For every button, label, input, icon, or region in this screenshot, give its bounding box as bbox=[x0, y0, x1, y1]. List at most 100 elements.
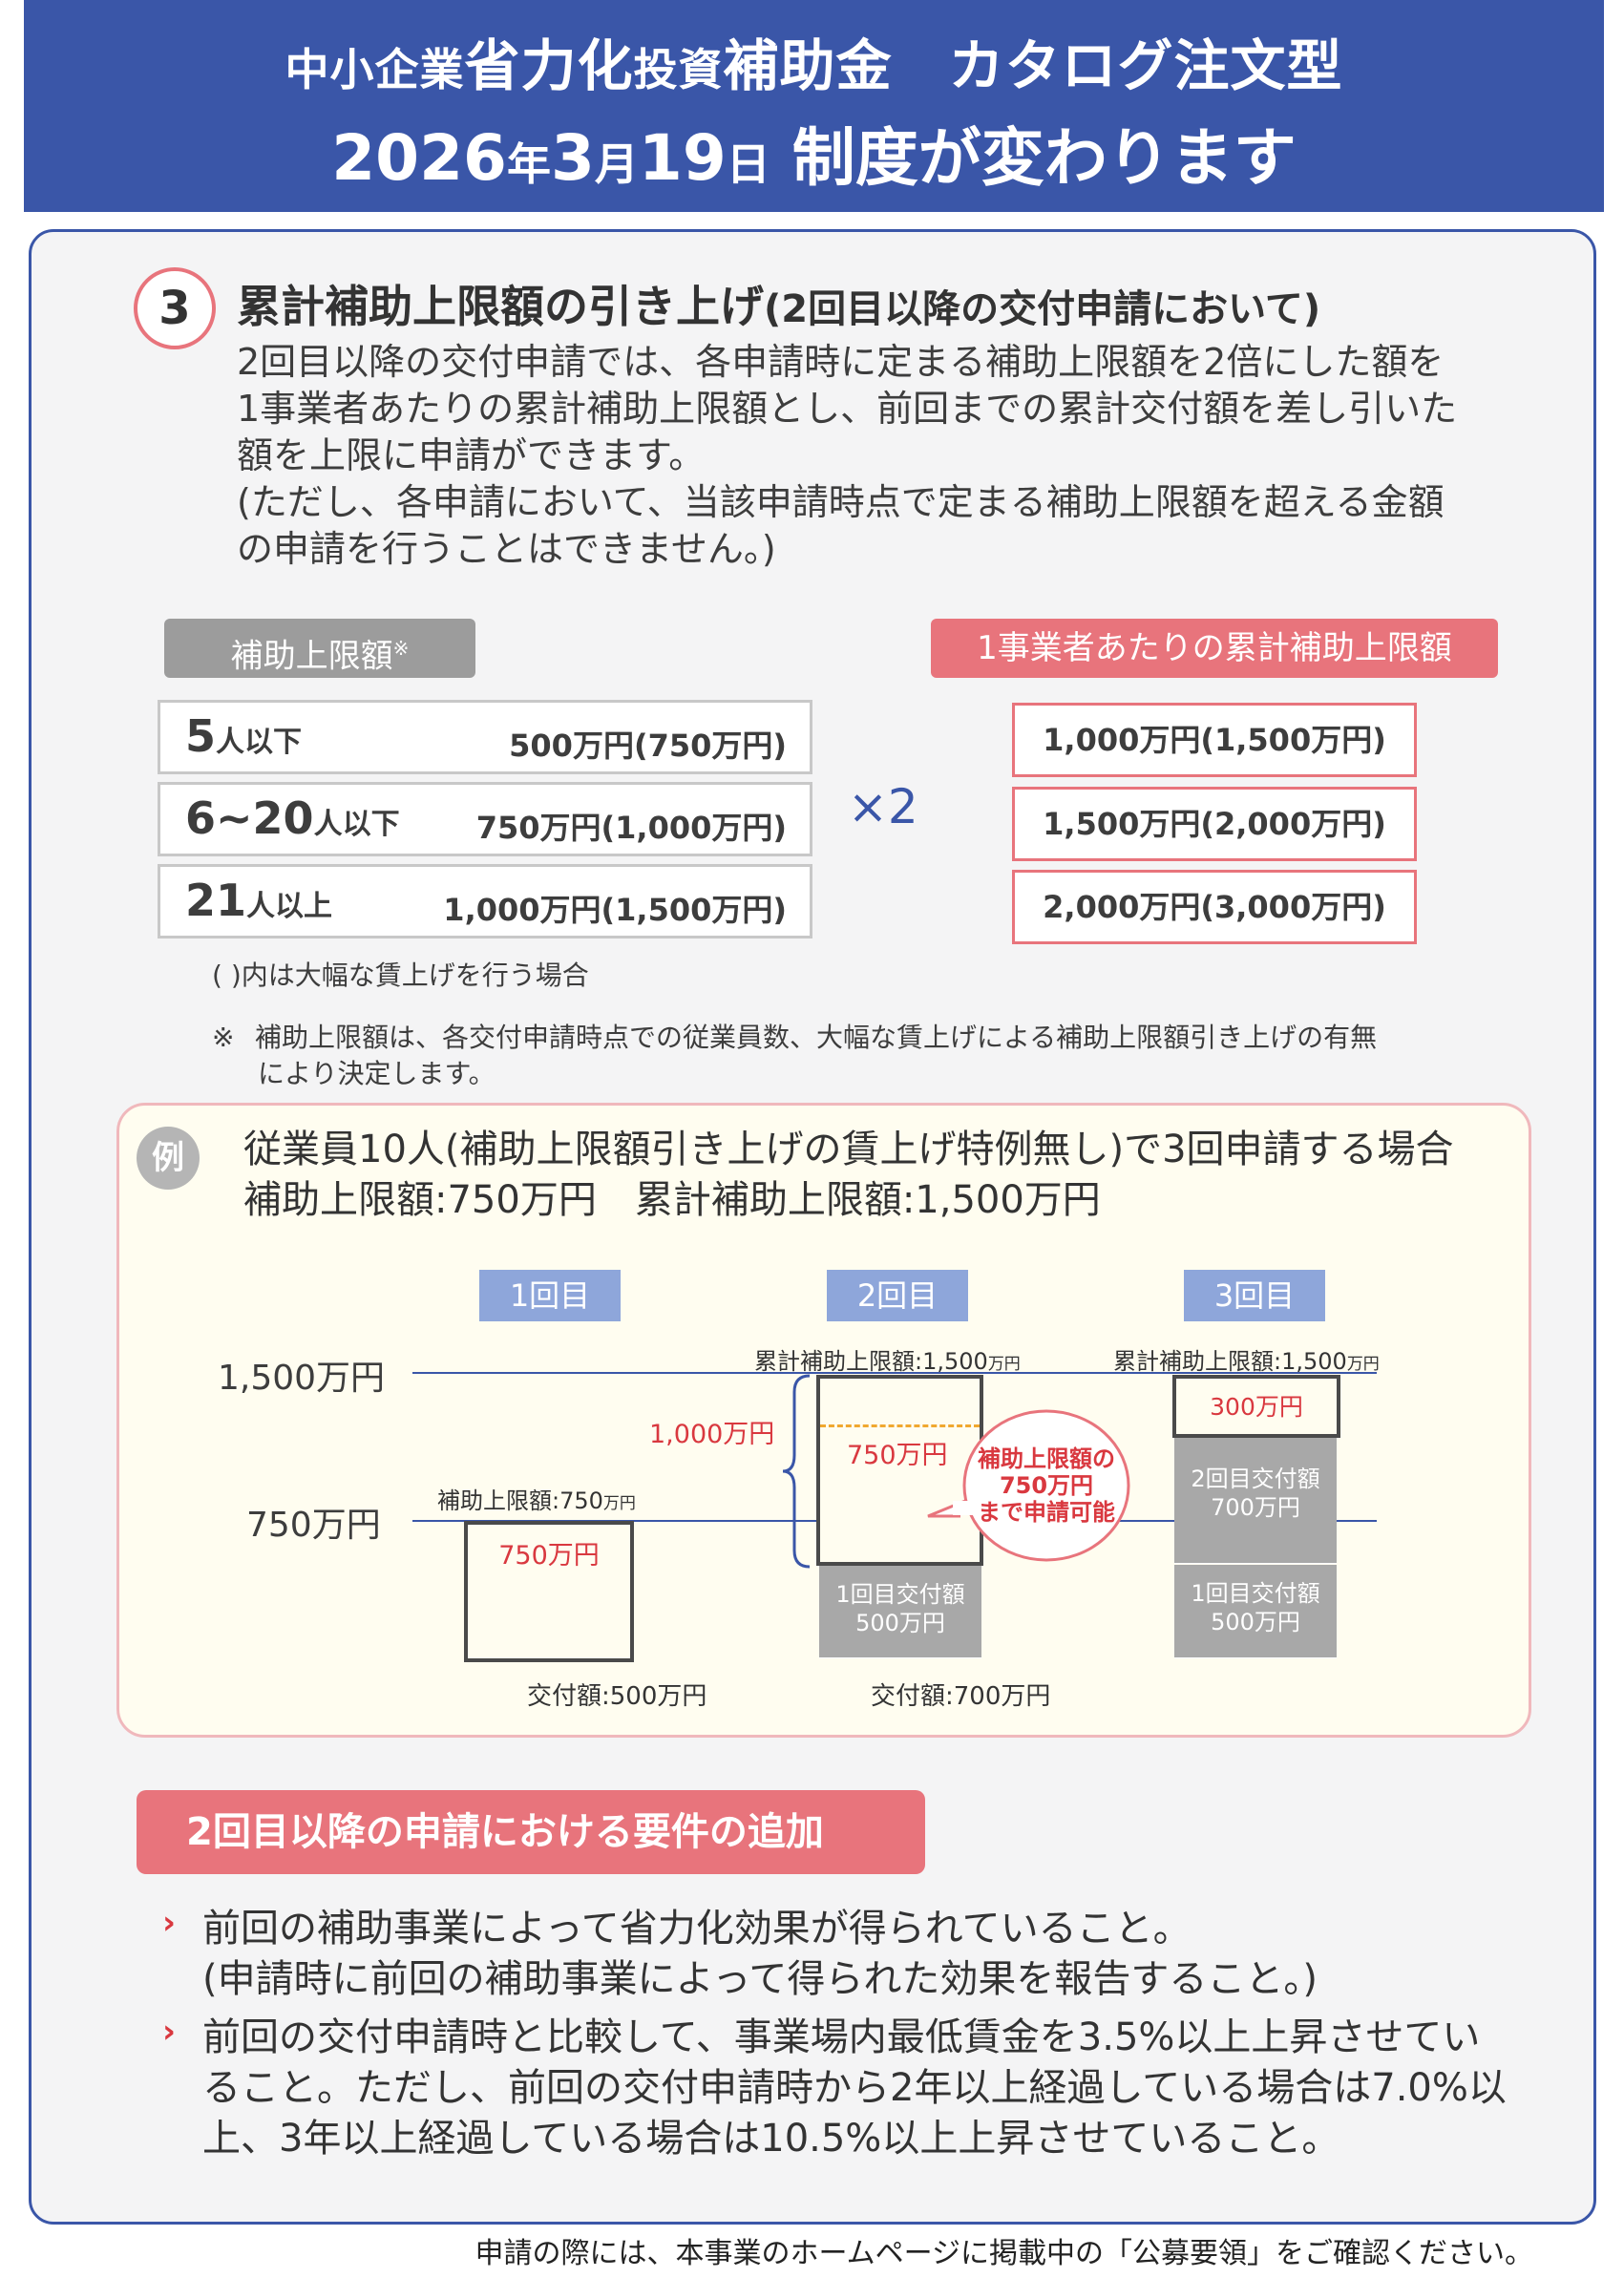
r3-first-block: 1回目交付額 500万円 bbox=[1174, 1565, 1337, 1658]
r3-second-block: 2回目交付額 700万円 bbox=[1174, 1438, 1337, 1564]
section-number: 3 bbox=[134, 267, 216, 349]
bubble-line: 750万円 bbox=[999, 1472, 1094, 1499]
bubble-line: 補助上限額の bbox=[978, 1445, 1115, 1472]
cap-label-unit: 万円 bbox=[1346, 1355, 1380, 1374]
size-unit: 人以下 bbox=[216, 726, 303, 759]
round-label: 2回目 bbox=[827, 1270, 968, 1321]
requirements-title: 2回目以降の申請における要件の追加 bbox=[137, 1790, 925, 1874]
title-line-1: 中小企業省力化投資補助金 カタログ注文型 bbox=[24, 21, 1604, 101]
round-label: 3回目 bbox=[1184, 1270, 1325, 1321]
body-line: 2回目以降の交付申請では、各申請時に定まる補助上限額を2倍にした額を bbox=[237, 341, 1445, 383]
footnote-line: 補助上限額は、各交付申請時点での従業員数、大幅な賃上げによる補助上限額引き上げの… bbox=[255, 1022, 1378, 1053]
requirement-line: 前回の補助事業によって省力化効果が得られていること。 bbox=[202, 1907, 1192, 1951]
block-line: 2回目交付額 bbox=[1191, 1466, 1320, 1492]
block-line: 500万円 bbox=[855, 1610, 945, 1636]
limit-row: 21人以上 1,000万円(1,500万円) bbox=[158, 864, 812, 939]
title-part: 19 bbox=[638, 121, 727, 195]
footer-note: 申請の際には、本事業のホームページに掲載中の「公募要領」をご確認ください。 bbox=[475, 2237, 1534, 2270]
cap-label-prefix: 累計補助上限額: bbox=[1113, 1348, 1282, 1375]
requirement-line: ること。ただし、前回の交付申請時から2年以上経過している場合は7.0%以 bbox=[202, 2066, 1507, 2110]
requirement-line: (申請時に前回の補助事業によって得られた効果を報告すること。) bbox=[202, 1957, 1318, 2001]
r2-box-label: 750万円 bbox=[847, 1441, 948, 1470]
round-label: 1回目 bbox=[479, 1270, 621, 1321]
limit-row: 6~20人以下 750万円(1,000万円) bbox=[158, 782, 812, 856]
requirement-line: 前回の交付申請時と比較して、事業場内最低賃金を3.5%以上上昇させてい bbox=[202, 2015, 1481, 2059]
bubble-line: まで申請可能 bbox=[978, 1499, 1115, 1526]
limit-label-value: 750 bbox=[559, 1487, 603, 1514]
granted-amount: 交付額:500万円 bbox=[527, 1682, 707, 1711]
cap-label-value: 1,500 bbox=[1281, 1348, 1347, 1375]
title-part: 3 bbox=[550, 121, 595, 195]
title-part: 補助金 bbox=[723, 33, 893, 98]
limit-label: 補助上限額:750万円 bbox=[437, 1482, 636, 1515]
bracket-label: 1,000万円 bbox=[649, 1420, 775, 1449]
brace-icon bbox=[782, 1374, 811, 1569]
axis-label-low: 750万円 bbox=[246, 1506, 381, 1545]
title-banner: 中小企業省力化投資補助金 カタログ注文型 2026年3月19日 制度が変わります bbox=[24, 0, 1604, 212]
body-line: (ただし、各申請において、当該申請時点で定まる補助上限額を超える金額 bbox=[237, 481, 1445, 523]
block-line: 1回目交付額 bbox=[835, 1581, 965, 1608]
requirement-item: 前回の補助事業によって省力化効果が得られていること。 (申請時に前回の補助事業に… bbox=[202, 1904, 1318, 2005]
cap-label-unit: 万円 bbox=[987, 1355, 1021, 1374]
size-number: 5 bbox=[185, 710, 217, 762]
limit-value: 1,000万円(1,500万円) bbox=[443, 892, 787, 928]
r2-dashed-line bbox=[820, 1424, 980, 1427]
example-line: 補助上限額:750万円 累計補助上限額:1,500万円 bbox=[243, 1178, 1101, 1222]
cap-label-prefix: 累計補助上限額: bbox=[754, 1348, 923, 1375]
title-part: 省力化 bbox=[464, 33, 634, 98]
title-part: 制度が変わります bbox=[770, 121, 1297, 195]
body-line: 1事業者あたりの累計補助上限額とし、前回までの累計交付額を差し引いた bbox=[237, 388, 1458, 430]
bubble-shape bbox=[927, 1409, 1130, 1562]
granted-amount: 交付額:700万円 bbox=[871, 1682, 1051, 1711]
size-label: 21人以上 bbox=[185, 875, 332, 926]
example-description: 従業員10人(補助上限額引き上げの賃上げ特例無し)で3回申請する場合 補助上限額… bbox=[243, 1125, 1454, 1226]
title-part: 2026 bbox=[331, 121, 507, 195]
block-line: 700万円 bbox=[1211, 1494, 1300, 1521]
footnote: ※ 補助上限額は、各交付申請時点での従業員数、大幅な賃上げによる補助上限額引き上… bbox=[212, 1020, 1482, 1092]
block-line: 500万円 bbox=[1211, 1609, 1300, 1635]
title-part: 月 bbox=[594, 138, 639, 190]
size-unit: 人以上 bbox=[246, 890, 333, 923]
title-part: 中小企業 bbox=[285, 44, 465, 95]
size-unit: 人以下 bbox=[313, 808, 400, 841]
r2-prev-block: 1回目交付額 500万円 bbox=[819, 1566, 981, 1658]
cap-label: 累計補助上限額:1,500万円 bbox=[1113, 1342, 1380, 1376]
r3-box: 300万円 bbox=[1172, 1375, 1340, 1438]
body-line: の申請を行うことはできません。) bbox=[237, 528, 776, 570]
multiplier: ×2 bbox=[848, 779, 918, 834]
title-line-2: 2026年3月19日 制度が変わります bbox=[24, 107, 1604, 199]
footnote-mark: ※ bbox=[392, 637, 410, 660]
cap-label-value: 1,500 bbox=[922, 1348, 988, 1375]
example-line: 従業員10人(補助上限額引き上げの賃上げ特例無し)で3回申請する場合 bbox=[243, 1128, 1454, 1171]
block-line: 1回目交付額 bbox=[1191, 1580, 1320, 1607]
section-title-text: 累計補助上限額の引き上げ bbox=[237, 281, 764, 332]
limit-label-prefix: 補助上限額: bbox=[437, 1487, 560, 1514]
r1-box-label: 750万円 bbox=[498, 1541, 600, 1571]
requirement-line: 上、3年以上経過している場合は10.5%以上上昇させていること。 bbox=[202, 2117, 1340, 2161]
title-part: カタログ注文型 bbox=[892, 33, 1343, 98]
cumulative-value: 1,000万円(1,500万円) bbox=[1012, 703, 1417, 777]
title-part: 日 bbox=[726, 138, 770, 190]
size-number: 6~20 bbox=[185, 792, 314, 844]
chevron-right-icon: › bbox=[162, 1904, 177, 1942]
body-line: 額を上限に申請ができます。 bbox=[237, 434, 706, 476]
section-title: 累計補助上限額の引き上げ(2回目以降の交付申請において) bbox=[237, 272, 1320, 335]
cumulative-header: 1事業者あたりの累計補助上限額 bbox=[931, 619, 1498, 678]
limit-label-unit: 万円 bbox=[602, 1494, 636, 1513]
limit-value: 750万円(1,000万円) bbox=[475, 810, 787, 846]
footnote-line: により決定します。 bbox=[258, 1058, 496, 1089]
title-part: 投資 bbox=[633, 44, 724, 95]
chevron-right-icon: › bbox=[162, 2013, 177, 2051]
cumulative-value: 2,000万円(3,000万円) bbox=[1012, 870, 1417, 944]
cap-label: 累計補助上限額:1,500万円 bbox=[754, 1342, 1021, 1376]
paren-note: ( )内は大幅な賃上げを行う場合 bbox=[212, 960, 589, 991]
size-label: 5人以下 bbox=[185, 710, 302, 762]
footnote-mark: ※ bbox=[212, 1022, 235, 1053]
requirement-item: 前回の交付申請時と比較して、事業場内最低賃金を3.5%以上上昇させてい ること。… bbox=[202, 2013, 1507, 2164]
limit-value: 500万円(750万円) bbox=[509, 728, 787, 764]
title-part: 年 bbox=[506, 138, 551, 190]
cap-line bbox=[412, 1372, 1377, 1374]
limit-row: 5人以下 500万円(750万円) bbox=[158, 700, 812, 774]
speech-bubble: 補助上限額の 750万円 まで申請可能 bbox=[970, 1445, 1123, 1526]
section-subtitle: (2回目以降の交付申請において) bbox=[764, 287, 1321, 331]
